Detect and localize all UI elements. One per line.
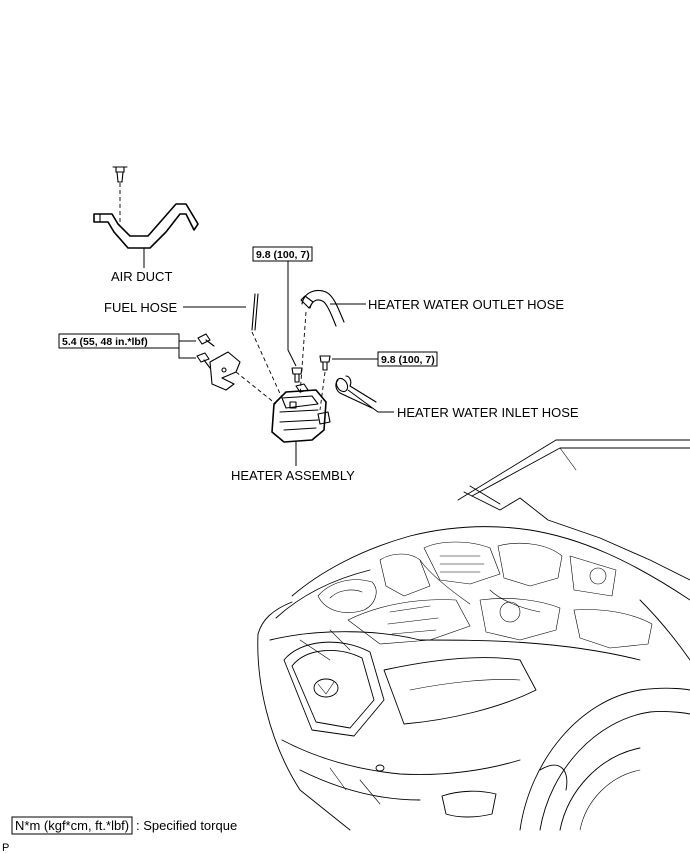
upper-bolt-torque-box: 9.8 (100, 7): [252, 246, 313, 262]
inlet-hose-part: [335, 375, 377, 409]
legend-unit-box: N*m (kgf*cm, ft.*lbf): [15, 818, 129, 833]
air-duct-screw: [112, 166, 128, 183]
fuel-hose-label: FUEL HOSE: [104, 300, 178, 315]
right-bolt-icon: [319, 355, 331, 371]
bracket-bolts: [196, 333, 215, 369]
svg-text:9.8 (100, 7): 9.8 (100, 7): [256, 249, 310, 261]
bracket-bolt-torque-box: 5.4 (55, 48 in.*lbf): [58, 333, 180, 349]
heater-assembly-label: HEATER ASSEMBLY: [231, 468, 355, 483]
air-duct-part: [93, 203, 199, 249]
upper-bolt-icon: [291, 367, 303, 383]
svg-text:5.4 (55, 48 in.*lbf): 5.4 (55, 48 in.*lbf): [62, 336, 148, 348]
torque-legend: N*m (kgf*cm, ft.*lbf) : Specified torque: [11, 816, 237, 835]
right-bolt-torque-box: 9.8 (100, 7): [377, 351, 438, 367]
inlet-hose-label: HEATER WATER INLET HOSE: [397, 405, 579, 420]
fuel-hose-part: [251, 293, 259, 331]
outlet-hose-label: HEATER WATER OUTLET HOSE: [368, 297, 564, 312]
svg-text:9.8 (100, 7): 9.8 (100, 7): [381, 354, 435, 366]
corner-mark: P: [2, 842, 9, 854]
heater-assembly-part: [271, 383, 331, 443]
air-duct-label: AIR DUCT: [111, 269, 172, 284]
vehicle-illustration: [257, 439, 690, 831]
outlet-hose-part: [300, 289, 345, 327]
bracket-part: [209, 351, 241, 391]
legend-description: : Specified torque: [136, 818, 237, 833]
